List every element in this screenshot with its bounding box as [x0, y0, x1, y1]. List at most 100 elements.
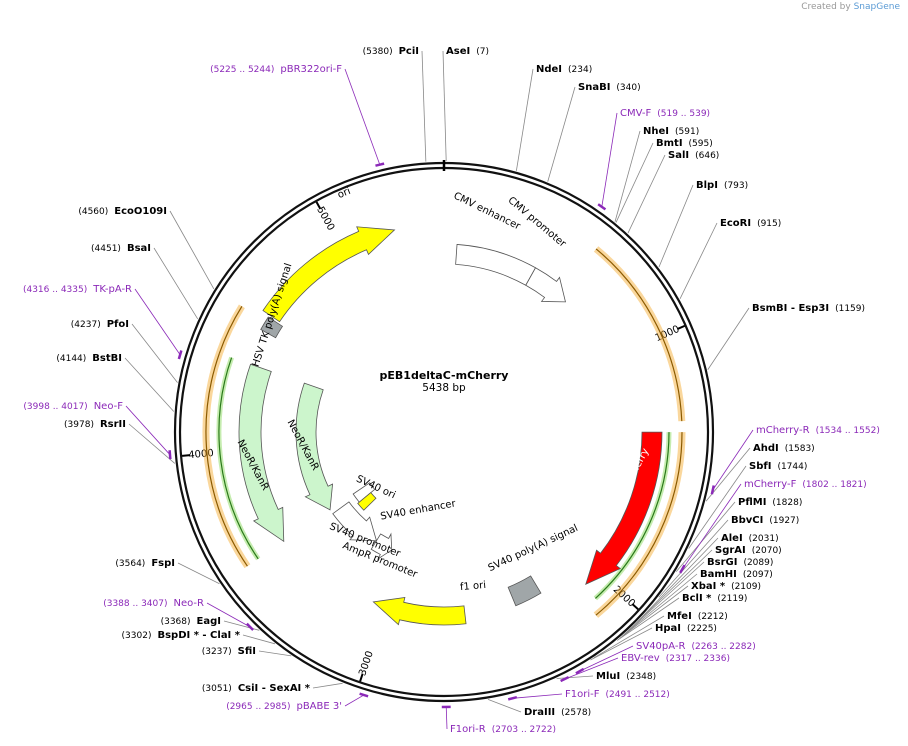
primer-range: (3998 .. 4017) [23, 402, 87, 412]
site-leader-line [628, 549, 713, 631]
primer-f1ori-f: F1ori-F(2491 .. 2512) [565, 689, 670, 700]
site-snabi: SnaBI (340) [578, 82, 641, 93]
site-name: SalI [668, 150, 689, 161]
primer-marker [245, 622, 254, 631]
site-blpi: BlpI(793) [696, 180, 748, 191]
site-position: (234) [568, 65, 592, 75]
tick-label: 3000 [357, 650, 376, 678]
site-name: BspDI * - ClaI * [157, 630, 240, 641]
site-leader-line [556, 675, 594, 679]
site-position: (2578) [561, 708, 591, 718]
site-bamhi: BamHI (2097) [700, 569, 773, 580]
site-pflmi: PflMI(1828) [738, 497, 802, 508]
feature-f1-ori [372, 596, 467, 626]
site-name: HpaI [655, 623, 681, 634]
tick-mark [631, 603, 639, 611]
primer-marker [359, 692, 369, 698]
site-name: FspI [151, 558, 175, 569]
primer-cmv-f: CMV-F (519 .. 539) [620, 108, 710, 119]
site-ahdi: AhdI(1583) [753, 443, 815, 454]
primer-ebv-rev: EBV-rev(2317 .. 2336) [621, 653, 730, 664]
site-position: (1744) [777, 462, 807, 472]
site-leader-line [131, 323, 178, 383]
site-labels: AseI(7)NdeI(234)SnaBI(340)NheI(591)BmtI(… [23, 46, 880, 735]
site-name: EcoRI [720, 218, 751, 229]
primer-range: (5225 .. 5244) [210, 65, 274, 75]
site-name: NdeI [536, 64, 562, 75]
site-position: (2097) [743, 570, 773, 580]
primer-f1ori-r: F1ori-R(2703 .. 2722) [450, 724, 556, 735]
tick-mark [676, 324, 686, 331]
site-name: BamHI [700, 569, 737, 580]
site-position: (2212) [698, 612, 728, 622]
site-leader-line [487, 699, 522, 713]
site-bbvci: BbvCI(1927) [731, 515, 799, 526]
feature-neor-kanr-inner [295, 382, 334, 511]
site-fspi: (3564) FspI [115, 558, 175, 569]
site-leader-line [637, 537, 719, 623]
site-name: CsiI - SexAI * [238, 683, 311, 694]
site-leader-line [616, 597, 680, 641]
primer-leader-line [134, 288, 181, 355]
primer-marker [375, 162, 385, 167]
site-pcii: (5380)PciI [363, 46, 419, 57]
feature-ampr-promoter [370, 532, 393, 561]
primer-leader-line [682, 483, 742, 570]
tick-mark [181, 454, 191, 457]
site-bcli: BclI * (2119) [682, 593, 747, 604]
site-name: AleI [721, 533, 743, 544]
site-leader-line [421, 50, 427, 162]
primer-range: (1534 .. 1552) [816, 426, 880, 436]
site-nhei: NheI(591) [643, 126, 699, 137]
site-leader-line [153, 247, 199, 320]
site-sbfi: SbfI (1744) [749, 461, 807, 472]
primer-name: CMV-F [620, 108, 651, 119]
site-position: (2031) [749, 534, 779, 544]
tick-mark [315, 201, 322, 210]
site-position: (3368) [161, 617, 191, 627]
site-bspdi-clai: (3302)BspDI * - ClaI * [122, 630, 241, 641]
feature-sv40-promoter [332, 501, 378, 542]
site-position: (340) [616, 83, 640, 93]
primer-range: (2491 .. 2512) [605, 690, 669, 700]
site-name: PciI [399, 46, 419, 57]
primer-name: TK-pA-R [92, 284, 132, 295]
site-position: (1159) [835, 304, 865, 314]
tick-mark [359, 673, 364, 682]
site-name: AseI [446, 46, 470, 57]
site-leader-line [624, 561, 705, 635]
primer-range: (519 .. 539) [657, 109, 710, 119]
site-name: SnaBI [578, 82, 610, 93]
site-name: MfeI [667, 611, 692, 622]
primer-mcherry-f: mCherry-F(1802 .. 1821) [744, 479, 867, 490]
site-ecoo109i: (4560)EcoO109I [78, 206, 167, 217]
site-eagi: (3368)EagI [161, 616, 221, 627]
site-leader-line [258, 650, 292, 657]
site-position: (591) [675, 127, 699, 137]
site-position: (3564) [115, 559, 145, 569]
site-ndei: NdeI (234) [536, 64, 592, 75]
site-position: (595) [689, 139, 713, 149]
feature-label-sv40-poly-a-signal: SV40 poly(A) signal [487, 523, 580, 574]
primer-leader-line [564, 657, 619, 680]
primer-leader-line [601, 112, 618, 207]
feature-cmv-enhancer [455, 244, 537, 286]
feature-band [218, 305, 243, 354]
site-position: (2119) [717, 594, 747, 604]
site-hpai: HpaI(2225) [655, 623, 717, 634]
primer-marker [507, 695, 518, 701]
site-leader-line [707, 307, 750, 371]
primer-range: (1802 .. 1821) [802, 480, 866, 490]
site-position: (4237) [71, 320, 101, 330]
primer-range: (2703 .. 2722) [492, 725, 556, 735]
site-leader-line [515, 68, 534, 171]
site-name: BclI * [682, 593, 712, 604]
site-name: SbfI [749, 461, 771, 472]
site-alei: AleI (2031) [721, 533, 779, 544]
site-position: (646) [695, 151, 719, 161]
primer-marker [168, 450, 172, 460]
site-leader-line [128, 423, 176, 464]
primer-leader-line [445, 706, 448, 730]
site-position: (3237) [202, 647, 232, 657]
credit-prefix: Created by [801, 2, 851, 12]
